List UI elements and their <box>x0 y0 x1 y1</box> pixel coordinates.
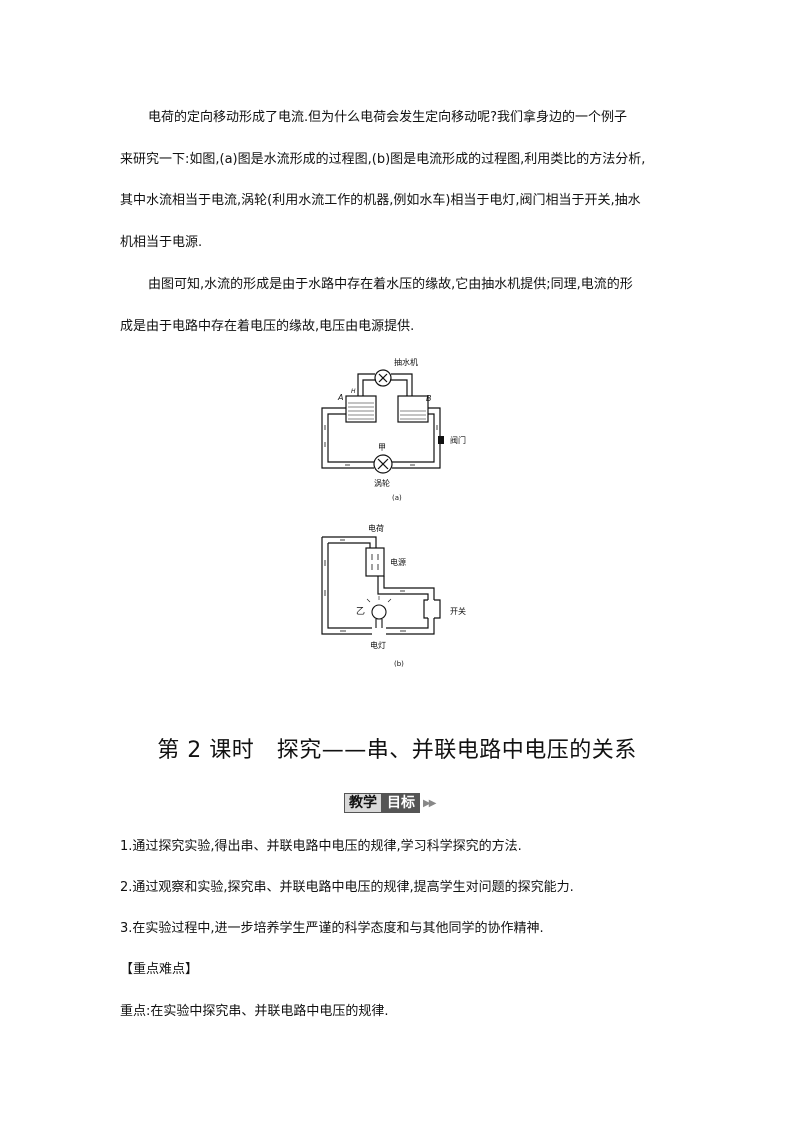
objective-1: 1.通过探究实验,得出串、并联电路中电压的规律,学习科学探究的方法. <box>120 839 522 854</box>
pump-label: 抽水机 <box>394 357 418 367</box>
yi-label: 乙 <box>356 606 365 617</box>
key-points-heading: 【重点难点】 <box>120 962 199 977</box>
jia-label: 甲 <box>378 443 386 452</box>
switch-label: 开关 <box>450 606 466 616</box>
source-label: 电源 <box>390 557 406 567</box>
tank-h-label: H <box>351 388 356 395</box>
figure-b-caption: (b) <box>394 660 404 668</box>
power-source-icon <box>365 547 385 577</box>
objective-3: 3.在实验过程中,进一步培养学生严谨的科学态度和与其他同学的协作精神. <box>120 921 544 936</box>
turbine-icon <box>377 458 389 470</box>
figure-a-caption: (a) <box>392 494 402 502</box>
valve-label: 阀门 <box>450 435 466 445</box>
intro-line-3: 其中水流相当于电流,涡轮(利用水流工作的机器,例如水车)相当于电灯,阀门相当于开… <box>120 193 641 208</box>
lamp-icon <box>371 604 387 620</box>
turbine-label: 涡轮 <box>374 478 390 488</box>
charge-label: 电荷 <box>368 523 384 533</box>
intro-line-1: 电荷的定向移动形成了电流.但为什么电荷会发生定向移动呢?我们拿身边的一个例子 <box>148 110 628 125</box>
switch-icon <box>423 599 441 619</box>
key-point: 重点:在实验中探究串、并联电路中电压的规律. <box>120 1004 389 1019</box>
objective-2: 2.通过观察和实验,探究串、并联电路中电压的规律,提高学生对问题的探究能力. <box>120 880 574 895</box>
teaching-objectives-badge: 教学 目标 ▶▶ <box>344 792 436 814</box>
tank-b-label: B <box>426 394 432 403</box>
intro-line-4: 机相当于电源. <box>120 235 203 250</box>
intro-line-6: 成是由于电路中存在着电压的缘故,电压由电源提供. <box>120 319 415 334</box>
double-arrow-icon: ▶▶ <box>423 797 436 809</box>
figure-a-water-circuit: 抽水机 A H B 阀门 甲 涡轮 (a) <box>321 357 466 502</box>
badge-part-1: 教学 <box>344 793 382 813</box>
lamp-label: 电灯 <box>370 640 386 650</box>
figure-b-electric-circuit: 电荷 电源 开关 乙 电灯 (b) <box>321 523 466 668</box>
intro-line-2: 来研究一下:如图,(a)图是水流形成的过程图,(b)图是电流形成的过程图,利用类… <box>120 152 646 167</box>
fan-icon <box>378 373 388 383</box>
intro-line-5: 由图可知,水流的形成是由于水路中存在着水压的缘故,它由抽水机提供;同理,电流的形 <box>148 277 633 292</box>
lesson-title: 第 2 课时 探究——串、并联电路中电压的关系 <box>157 738 637 764</box>
valve-icon <box>438 436 444 444</box>
tank-a-label: A <box>337 393 343 402</box>
badge-part-2: 目标 <box>382 793 420 813</box>
